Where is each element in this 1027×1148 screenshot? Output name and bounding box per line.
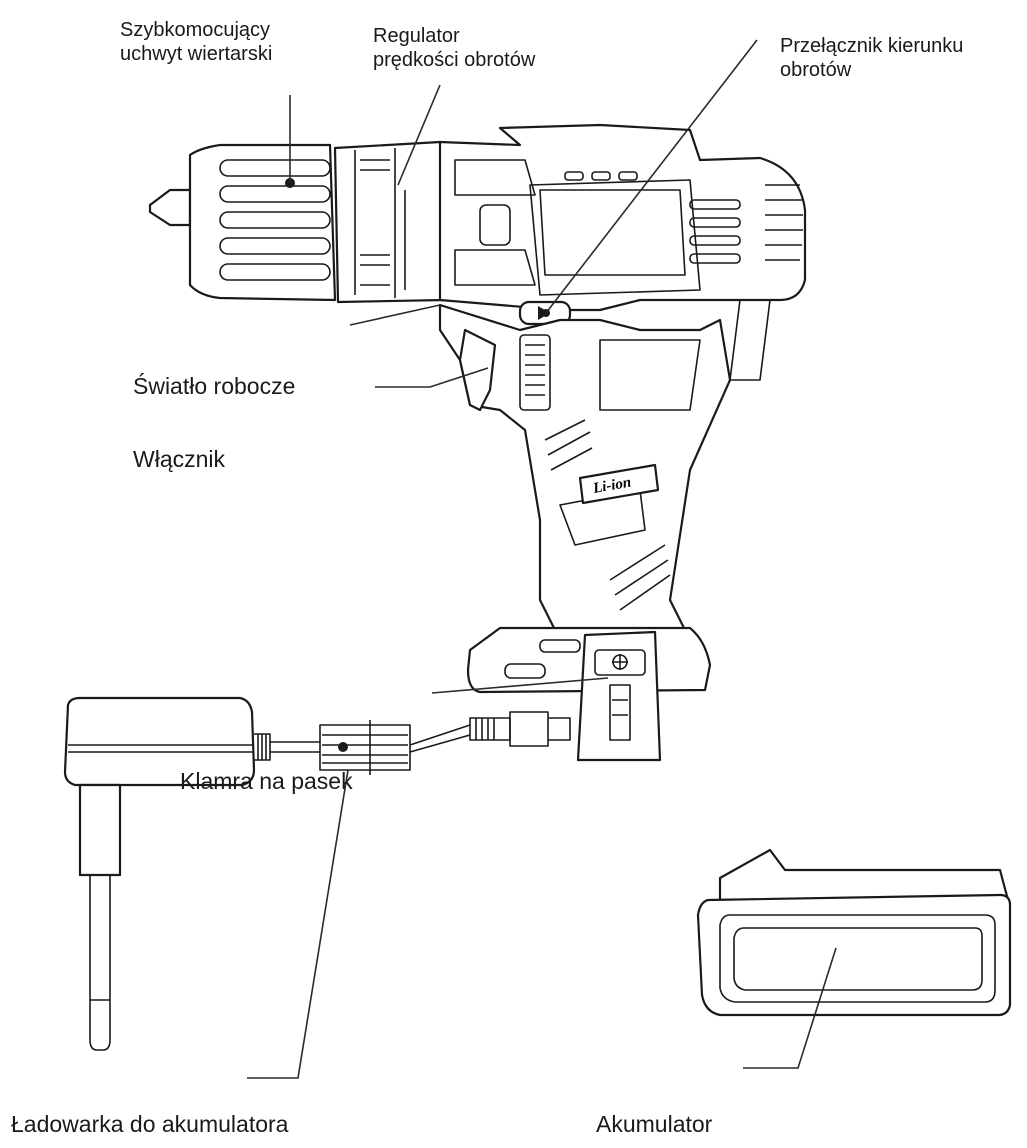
drill-bit-tip — [148, 188, 192, 227]
label-speed-regulator-line-2: prędkości obrotów — [373, 49, 536, 71]
label-speed-regulator: Regulator prędkości obrotów — [373, 24, 535, 72]
belt-clip — [576, 630, 662, 762]
label-belt-clip: Klamra na pasek — [180, 768, 353, 794]
label-direction-switch-line-1: Przełącznik kierunku — [780, 35, 964, 57]
label-speed-regulator-line-1: Regulator — [373, 25, 460, 47]
li-ion-badge-text: Li-ion — [591, 475, 633, 498]
label-trigger: Włącznik — [133, 446, 226, 472]
label-charger: Ładowarka do akumulatora — [11, 1111, 289, 1137]
battery-illustration — [696, 848, 1012, 1017]
charger-callout-dot — [338, 742, 348, 752]
battery-top — [718, 848, 1010, 902]
drill-body — [438, 123, 807, 312]
label-chuck: Szybkomocujący uchwyt wiertarski — [120, 18, 272, 66]
charger-leader-line — [247, 769, 349, 1079]
trigger — [458, 328, 497, 412]
label-chuck-line-1: Szybkomocujący — [120, 19, 271, 41]
drill-illustration: Li-ion — [148, 123, 807, 762]
battery-leader-line — [743, 947, 837, 1069]
charger-body — [63, 696, 256, 787]
chuck-body — [188, 143, 337, 302]
label-direction-switch: Przełącznik kierunku obrotów — [780, 34, 963, 82]
label-battery: Akumulator — [596, 1111, 713, 1137]
charger-illustration — [63, 696, 571, 1051]
label-chuck-line-2: uchwyt wiertarski — [120, 43, 273, 65]
battery-body — [696, 893, 1012, 1017]
label-direction-switch-line-2: obrotów — [780, 59, 852, 81]
charger-plug — [78, 783, 122, 877]
drill-leader-lines — [289, 39, 758, 694]
label-work-light: Światło robocze — [133, 373, 296, 399]
li-ion-badge — [578, 463, 660, 505]
speed-collar — [333, 140, 447, 304]
